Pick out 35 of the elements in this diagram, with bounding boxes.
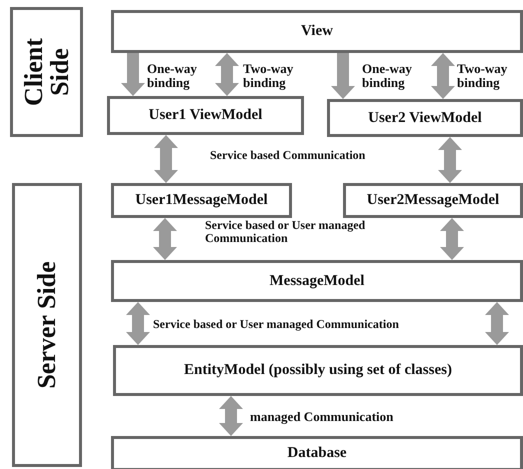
double-arrow — [431, 53, 455, 99]
box-label: MessageModel — [270, 272, 364, 290]
double-arrow — [154, 135, 178, 183]
double-arrow — [485, 302, 509, 345]
layer-box — [107, 96, 304, 135]
side-panel — [12, 183, 82, 467]
box-label: View — [301, 23, 333, 40]
note-label: Service based or User managed Communication — [205, 219, 366, 246]
box-label: User2MessageModel — [366, 192, 500, 209]
double-arrow — [440, 218, 464, 260]
note-label: Service based Communication — [210, 149, 366, 162]
box-label: User1 ViewModel — [148, 107, 262, 124]
double-arrow — [219, 396, 243, 436]
box-label: Client Side — [20, 37, 72, 108]
side-panel — [10, 7, 83, 137]
box-label: Server Side — [34, 260, 60, 391]
arrow — [331, 53, 355, 99]
box-label: User2 ViewModel — [368, 110, 482, 126]
layer-box — [111, 183, 292, 218]
layer-box — [327, 99, 523, 137]
arrow — [121, 53, 145, 96]
double-arrow — [438, 137, 462, 183]
box-label: User1MessageModel — [135, 192, 268, 209]
double-arrow — [215, 53, 239, 96]
box-label: EntityModel (possibly using set of classes) — [184, 362, 452, 379]
double-arrow — [153, 218, 177, 260]
layer-box — [111, 436, 523, 469]
layer-box — [111, 10, 523, 53]
layer-box — [343, 183, 523, 218]
edge-label: managed Communication — [250, 410, 394, 424]
box-label: Database — [287, 445, 347, 462]
layer-box — [113, 345, 523, 396]
double-arrow — [126, 302, 150, 345]
layer-box — [111, 260, 523, 302]
note-label: Service based or User managed Communication — [153, 318, 399, 332]
